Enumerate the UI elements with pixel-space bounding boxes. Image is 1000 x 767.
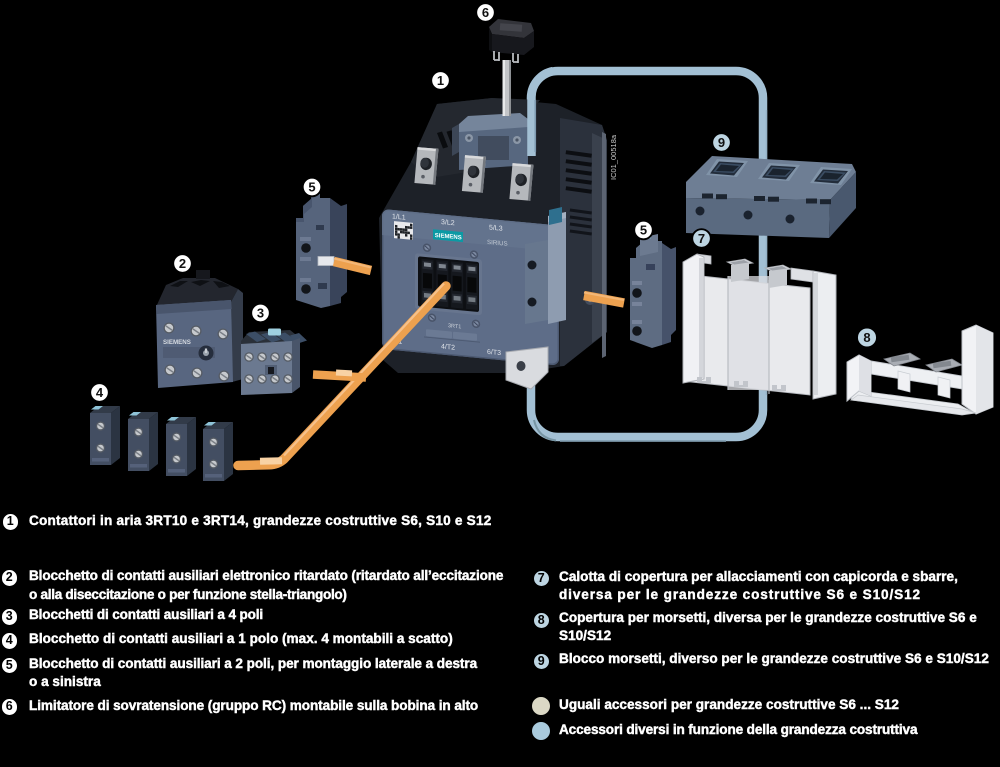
svg-text:5: 5 [640,223,647,238]
svg-text:4/T2: 4/T2 [441,344,455,352]
svg-text:3: 3 [257,306,264,321]
svg-text:1: 1 [437,73,444,88]
svg-text:2: 2 [179,256,186,271]
svg-text:5/L3: 5/L3 [489,225,503,233]
svg-text:8: 8 [863,330,870,345]
svg-text:3/L2: 3/L2 [441,219,455,227]
svg-text:SIRIUS: SIRIUS [487,239,508,248]
svg-text:1/L1: 1/L1 [392,213,406,221]
svg-text:5: 5 [308,180,315,195]
svg-text:7: 7 [698,231,705,246]
svg-text:SIEMENS: SIEMENS [435,233,462,242]
svg-text:6: 6 [482,5,489,20]
svg-text:9: 9 [718,135,725,150]
svg-text:3RT1: 3RT1 [448,323,461,330]
svg-text:6/T3: 6/T3 [487,349,501,357]
svg-text:IC01_00518a: IC01_00518a [609,134,618,180]
svg-text:4: 4 [96,385,104,400]
svg-text:SIEMENS: SIEMENS [163,339,191,346]
